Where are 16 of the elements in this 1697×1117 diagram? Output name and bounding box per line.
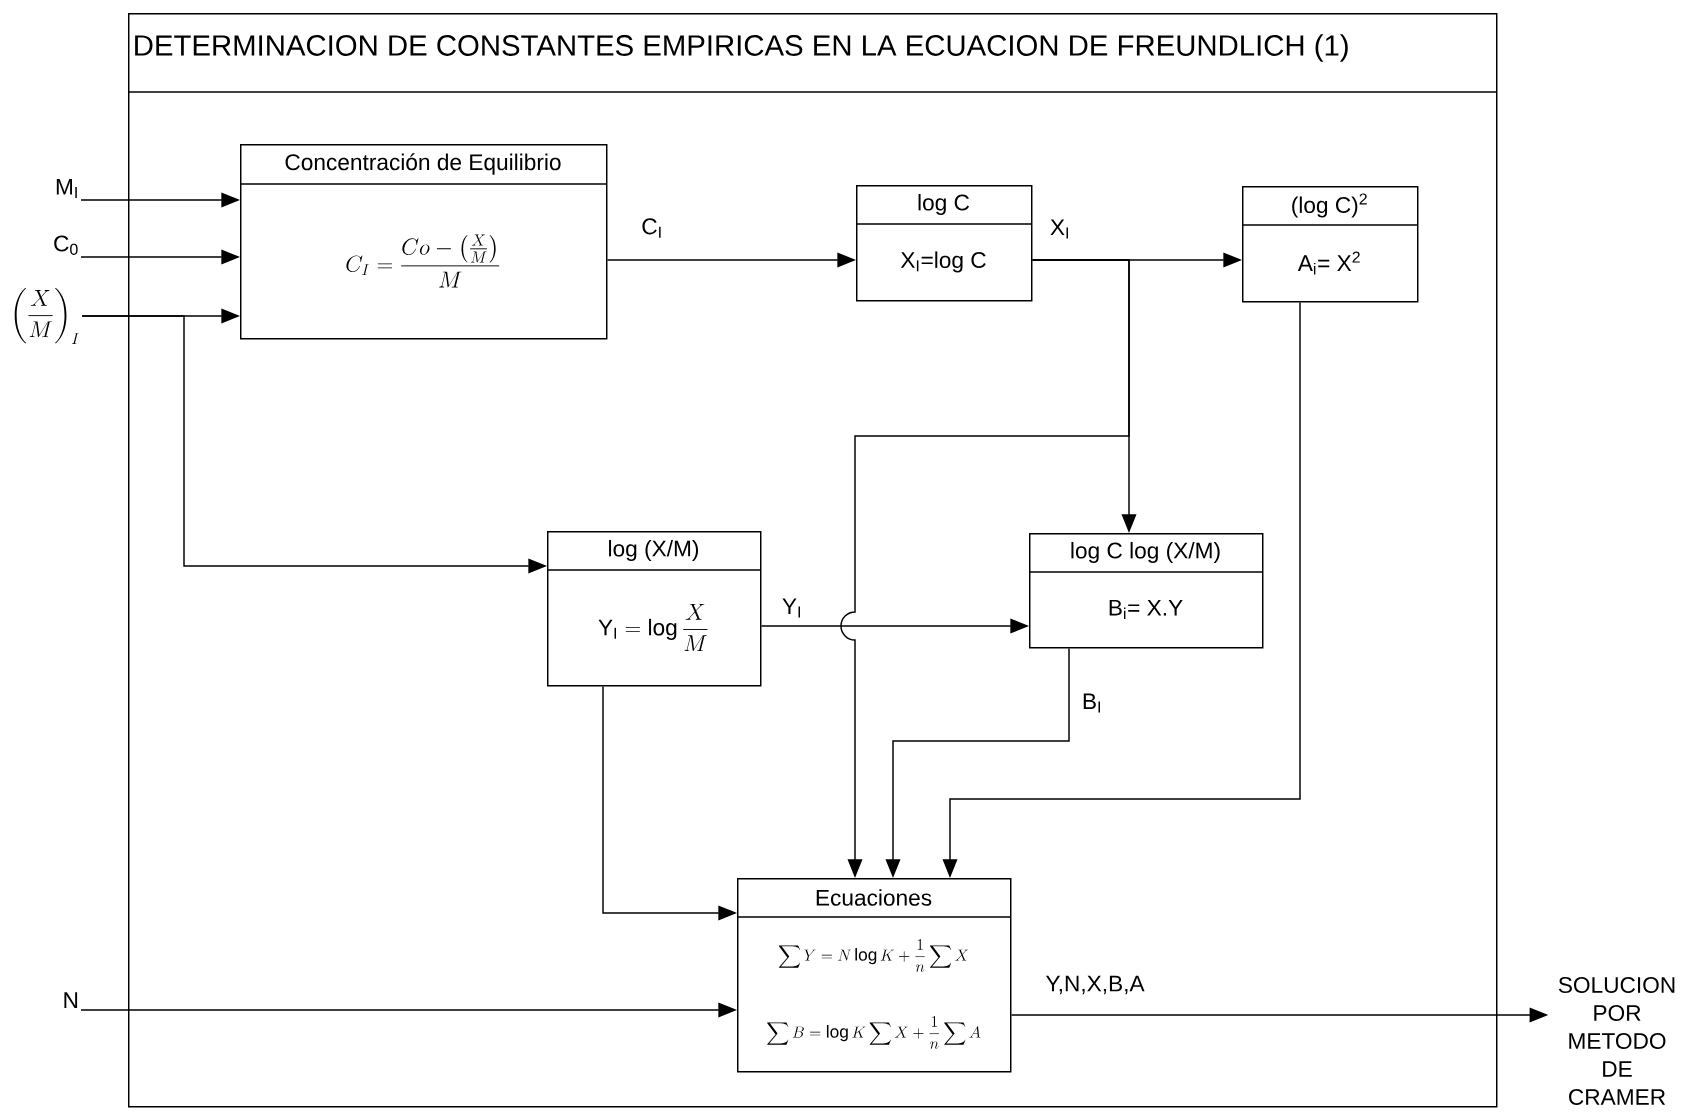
edge-label: Y$_{I}$ (780, 597, 804, 619)
output-label: SOLUCION POR METODO DE CRAMER (1558, 976, 1675, 1106)
process-box: log C X$_{I}$=log C (855, 185, 1033, 302)
edge-label: X$_{I}$ (1048, 218, 1072, 240)
input-label: $\left(\frac{X}{M}\right)_{I}$ (14, 287, 79, 345)
input-label: N (64, 992, 78, 1008)
process-box: Ecuaciones $\sum Y = N \log K + \frac{1}{n}\sum X$ $\sum B = \log K \sum X + \frac{1}{n}\sum A$ (736, 878, 1012, 1073)
input-label: M$_{I}$ (56, 178, 77, 198)
process-box: log (X/M) $\mathrm{Y_{I}}= \log \frac{X}{M}$ (546, 531, 762, 687)
input-label: C$_{0}$ (54, 235, 78, 255)
process-box: log C log (X/M) B$_{i}$= X.Y (1028, 533, 1264, 649)
edge-label: C$_{I}$ (639, 217, 665, 239)
edge-label: B$_{I}$ (1080, 692, 1104, 714)
process-box: Concentración de Equilibrio $C_{I} = \frac{Co - \left(\frac{X}{M}\right)}{M}$ (239, 144, 608, 340)
process-box: (log C)$^{2}$ A$_{i}$= X$^{2}$ (1241, 186, 1419, 303)
edge-label: Y,N,X,B,A (1044, 974, 1146, 996)
